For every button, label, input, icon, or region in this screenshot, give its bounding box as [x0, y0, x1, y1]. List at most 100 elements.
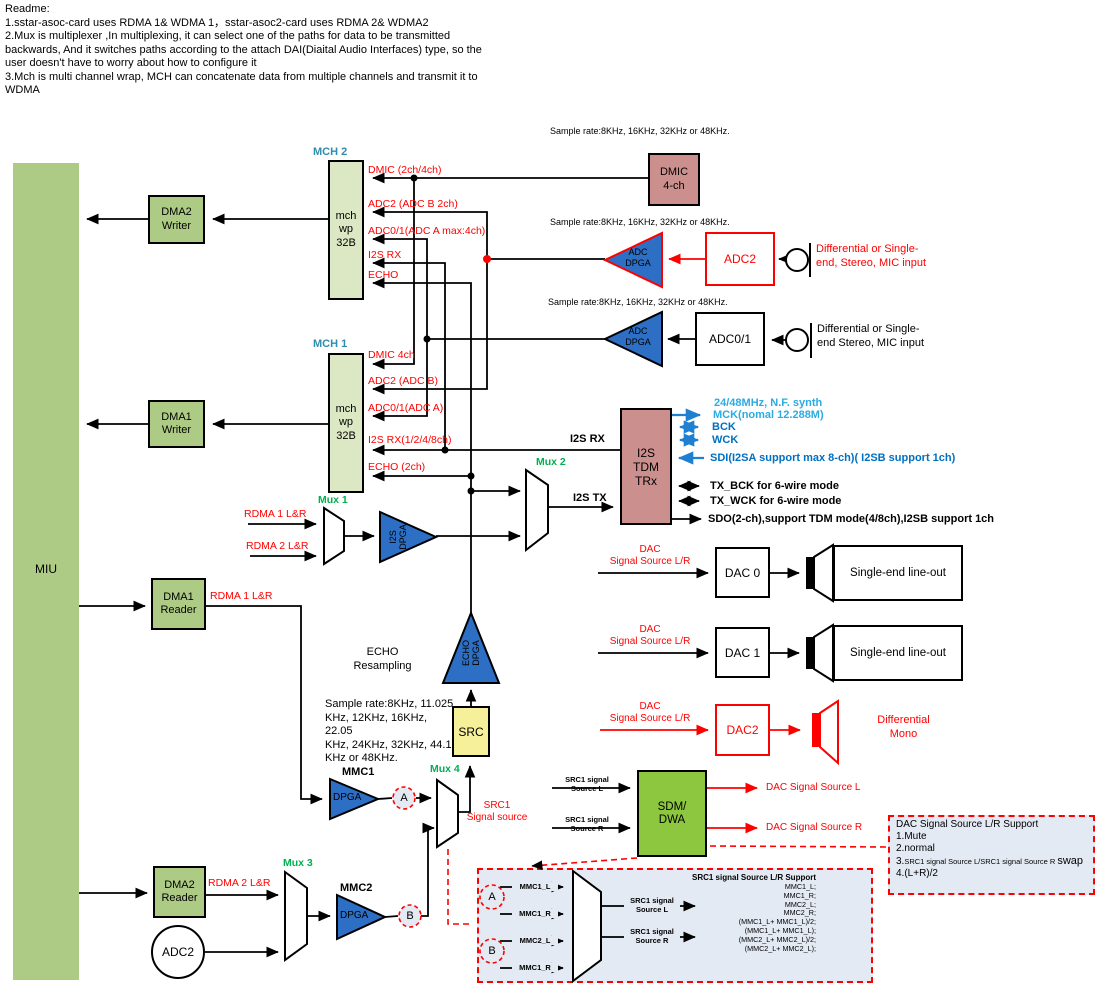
mux2-shape	[525, 468, 549, 553]
black-wires	[79, 172, 800, 974]
i2s-tx-label: I2S TX	[573, 492, 607, 504]
dac-support-item: 2.normal	[896, 843, 935, 854]
blue-clock-wires	[672, 408, 704, 465]
adc01-block: ADC0/1	[695, 312, 765, 366]
src1-support-item: MMC1_R;	[783, 890, 816, 900]
mch1-input-label: DMIC 4ch	[368, 349, 415, 361]
dac-signal-source-l-label: DAC Signal Source L	[766, 782, 861, 793]
lineout-block: Single-end line-out	[833, 545, 963, 601]
detail-input-label: MMC1_L	[512, 882, 558, 891]
sample-rate-note: Sample rate:8KHz, 16KHz, 32KHz or 48KHz.	[548, 297, 728, 307]
sample-rate-note: Sample rate:8KHz, 16KHz, 32KHz or 48KHz.	[550, 126, 730, 136]
dac-support-title: DAC Signal Source L/R Support	[896, 819, 1039, 830]
miu-block	[13, 163, 79, 980]
sdm-dwa-block: SDM/ DWA	[637, 770, 707, 857]
mmc2-dpga-triangle	[336, 893, 388, 941]
dma1-reader-block: DMA1 Reader	[151, 578, 206, 630]
miu-label: MIU	[35, 562, 57, 576]
src1-support-item: (MMC2_L+ MMC2_L)/2;	[738, 934, 816, 944]
mmc1-dpga-triangle	[329, 777, 381, 821]
sdm-in-r-label: SRC1 signal Source R	[565, 815, 609, 833]
detail-point-b-circle	[479, 938, 505, 964]
rdma2-label: RDMA 2 L&R	[246, 540, 309, 552]
src1-support-title: SRC1 signal Source L/R Support	[691, 873, 816, 882]
adc2-block: ADC2	[705, 232, 775, 286]
detail-out-l-label: SRC1 signal Source L	[624, 896, 680, 914]
mmc1-dpga-text: DPGA	[333, 792, 362, 803]
mic-icon	[785, 248, 809, 272]
mch2-input-label: ADC0/1(ADC A max:4ch)	[368, 225, 486, 237]
readme-line: backwards, And it switches paths accordi…	[5, 43, 482, 56]
mux3-shape	[284, 870, 308, 962]
rdma1-reader-label: RDMA 1 L&R	[210, 590, 273, 602]
detail-input-label: MMC1_R	[512, 909, 558, 918]
detail-input-label: MMC2_L	[512, 936, 558, 945]
readme-line: 1.sstar-asoc-card uses RDMA 1& WDMA 1，ss…	[5, 16, 429, 29]
dac-support-item: 3.SRC1 signal Source L/SRC1 signal Sourc…	[896, 855, 1083, 868]
detail-point-b-label: B	[488, 945, 496, 957]
mch2-block: mch wp 32B	[328, 160, 364, 300]
src1-support-list: SRC1 signal Source L/R Support MMC1_L; M…	[640, 873, 816, 953]
mux2-label: Mux 2	[536, 456, 566, 468]
echo-resampling-note: ECHO Resampling	[353, 646, 412, 672]
mic-input-note-red: Differential or Single- end, Stereo, MIC…	[816, 243, 927, 269]
junction-dots	[410, 174, 475, 495]
readme-line: WDMA	[5, 84, 40, 96]
i2s-rx-label: I2S RX	[570, 433, 605, 445]
differential-mono-label: Differential Mono	[877, 714, 930, 740]
mch1-input-label: ECHO (2ch)	[368, 461, 426, 473]
echo-dpga-label: ECHO DPGA	[460, 640, 482, 667]
mch2-input-label: ECHO	[368, 269, 399, 281]
src1-support-item: (MMC1_L+ MMC1_L);	[744, 925, 816, 935]
tx-wck-label: TX_WCK for 6-wire mode	[710, 495, 842, 507]
detail-input-label: MMC1_R	[512, 963, 558, 972]
i2s-dpga-triangle	[379, 510, 439, 564]
readme-line: user doesn't have to worry about how to …	[5, 57, 257, 69]
dac-support-item3-prefix: 3.	[896, 856, 905, 867]
readme-line: Readme:	[5, 3, 50, 15]
sdo-label: SDO(2-ch),support TDM mode(4/8ch),I2SB s…	[708, 513, 995, 525]
mic-icon	[785, 328, 809, 352]
dac0-block: DAC 0	[715, 547, 770, 598]
mux-shapes	[284, 468, 602, 983]
mux1-shape	[323, 506, 345, 566]
mch1-input-label: I2S RX(1/2/4/8ch)	[368, 434, 452, 446]
point-a-circle	[392, 786, 416, 810]
speaker-icon-red	[812, 713, 820, 747]
point-b-circle	[398, 904, 422, 928]
mux4-shape	[436, 778, 459, 849]
src1-detail-mux-shape	[572, 869, 602, 983]
sdi-label: SDI(I2SA support max 8-ch)( I2SB support…	[710, 452, 956, 464]
src1-detail-box	[477, 868, 873, 983]
src1-support-item: MMC1_L;	[784, 882, 816, 891]
speaker-icon	[806, 637, 814, 669]
src1-support-item: MMC2_L;	[784, 899, 816, 909]
red-junction-dot	[483, 255, 491, 263]
sample-rate-note: Sample rate:8KHz, 16KHz, 32KHz or 48KHz.	[550, 217, 730, 227]
sdm-in-l-label: SRC1 signal Source L	[565, 775, 609, 793]
detail-point-a-circle	[479, 884, 505, 910]
readme-note: Readme: 1.sstar-asoc-card uses RDMA 1& W…	[5, 3, 482, 98]
mmc2-dpga-text: DPGA	[340, 910, 369, 921]
lineout-block: Single-end line-out	[833, 625, 963, 681]
mic-input-note-black: Differential or Single- end Stereo, MIC …	[817, 323, 925, 349]
src1-support-item: (MMC1_L+ MMC1_L)/2;	[738, 917, 816, 927]
i2s-dpga-label: I2S DPGA	[387, 524, 409, 550]
dac2-block: DAC2	[715, 704, 770, 756]
mch1-input-label: ADC2 (ADC B)	[368, 375, 439, 387]
wck-label: WCK	[712, 434, 739, 446]
src1-support-item: MMC2_R;	[783, 908, 816, 918]
rdma2-reader-label: RDMA 2 L&R	[208, 877, 271, 889]
dac-signal-source-label: DAC Signal Source L/R	[609, 544, 691, 567]
mux4-label: Mux 4	[430, 763, 460, 775]
mch2-title: MCH 2	[313, 146, 348, 158]
mmc1-label: MMC1	[342, 766, 375, 778]
dmic-block: DMIC 4-ch	[648, 153, 700, 206]
dac-signal-source-label: DAC Signal Source L/R	[609, 624, 691, 647]
dac-support-box	[888, 815, 1095, 895]
src1-signal-source-label: SRC1 Signal source	[466, 800, 528, 823]
dma1-writer-block: DMA1 Writer	[148, 400, 205, 448]
readme-line: 3.Mch is multi channel wrap, MCH can con…	[5, 70, 478, 83]
mmc2-label: MMC2	[340, 882, 373, 894]
echo-dpga-triangle	[441, 610, 501, 684]
